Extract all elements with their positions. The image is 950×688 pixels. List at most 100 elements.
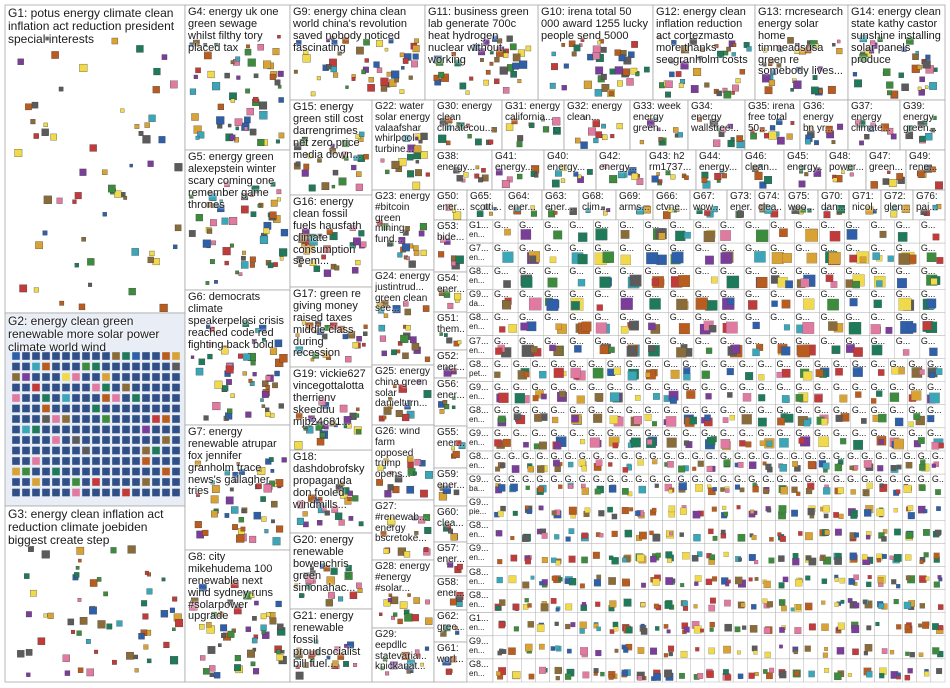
node bbox=[277, 623, 284, 631]
node bbox=[622, 557, 627, 563]
node bbox=[759, 440, 766, 446]
node bbox=[575, 137, 581, 144]
node bbox=[457, 563, 463, 570]
node bbox=[101, 393, 111, 403]
node bbox=[714, 172, 722, 180]
node bbox=[269, 73, 276, 80]
node bbox=[763, 48, 768, 53]
node bbox=[769, 125, 776, 131]
node bbox=[787, 37, 794, 44]
node bbox=[310, 662, 315, 667]
node bbox=[455, 630, 460, 635]
node bbox=[276, 525, 284, 533]
node bbox=[726, 46, 731, 52]
node bbox=[211, 611, 217, 618]
node bbox=[919, 464, 926, 471]
node bbox=[539, 581, 544, 586]
node bbox=[657, 35, 662, 40]
small-cell bbox=[916, 589, 932, 613]
node bbox=[763, 627, 771, 634]
node bbox=[891, 205, 898, 212]
node bbox=[420, 662, 424, 667]
node bbox=[404, 308, 411, 316]
node bbox=[818, 436, 829, 448]
node bbox=[923, 529, 930, 536]
node bbox=[777, 417, 785, 426]
node bbox=[580, 439, 586, 445]
node bbox=[456, 175, 463, 182]
node bbox=[664, 669, 673, 678]
node bbox=[203, 43, 208, 47]
node bbox=[242, 250, 246, 255]
node bbox=[919, 603, 926, 609]
node bbox=[750, 132, 757, 140]
node bbox=[720, 230, 731, 241]
node bbox=[71, 467, 81, 476]
node bbox=[851, 625, 860, 634]
node bbox=[463, 172, 469, 178]
node bbox=[541, 557, 548, 564]
node bbox=[929, 82, 937, 90]
node bbox=[141, 383, 151, 392]
node bbox=[347, 641, 355, 649]
node bbox=[424, 527, 432, 534]
node bbox=[932, 233, 940, 241]
node bbox=[648, 322, 656, 331]
node bbox=[584, 507, 591, 513]
node bbox=[111, 37, 119, 45]
node bbox=[316, 520, 323, 526]
node bbox=[711, 206, 718, 213]
node bbox=[512, 671, 521, 679]
node bbox=[24, 573, 30, 579]
node bbox=[695, 647, 700, 652]
node bbox=[448, 204, 453, 209]
node bbox=[794, 627, 802, 635]
node bbox=[645, 372, 651, 378]
node bbox=[274, 339, 283, 348]
node bbox=[866, 482, 873, 489]
node bbox=[230, 580, 239, 588]
node bbox=[267, 262, 274, 269]
node bbox=[629, 320, 639, 331]
node bbox=[121, 351, 131, 361]
node bbox=[235, 270, 239, 275]
node bbox=[636, 206, 645, 215]
node bbox=[294, 583, 299, 588]
node bbox=[71, 477, 81, 487]
node bbox=[495, 168, 503, 176]
node bbox=[518, 60, 528, 69]
node bbox=[249, 128, 257, 136]
node bbox=[904, 624, 911, 630]
node bbox=[726, 275, 740, 289]
node bbox=[653, 673, 661, 681]
node bbox=[397, 252, 403, 258]
node bbox=[89, 144, 97, 152]
node bbox=[573, 44, 581, 52]
node bbox=[513, 413, 521, 421]
node bbox=[819, 556, 824, 561]
node bbox=[355, 259, 361, 266]
node bbox=[225, 365, 234, 374]
node bbox=[663, 624, 669, 629]
node bbox=[832, 345, 841, 354]
node bbox=[871, 344, 883, 356]
node bbox=[315, 423, 323, 431]
node bbox=[925, 54, 931, 60]
node bbox=[43, 613, 48, 618]
node bbox=[601, 123, 606, 129]
node bbox=[495, 466, 501, 472]
node bbox=[21, 446, 31, 455]
node bbox=[907, 125, 913, 131]
node bbox=[600, 73, 607, 80]
node bbox=[749, 625, 758, 633]
node bbox=[391, 70, 400, 79]
node bbox=[263, 484, 272, 493]
node bbox=[245, 626, 252, 632]
node bbox=[21, 351, 31, 361]
node bbox=[396, 349, 401, 354]
node bbox=[758, 374, 765, 381]
node bbox=[823, 513, 829, 519]
node bbox=[151, 425, 161, 434]
node bbox=[262, 337, 267, 342]
small-cell bbox=[591, 520, 607, 544]
